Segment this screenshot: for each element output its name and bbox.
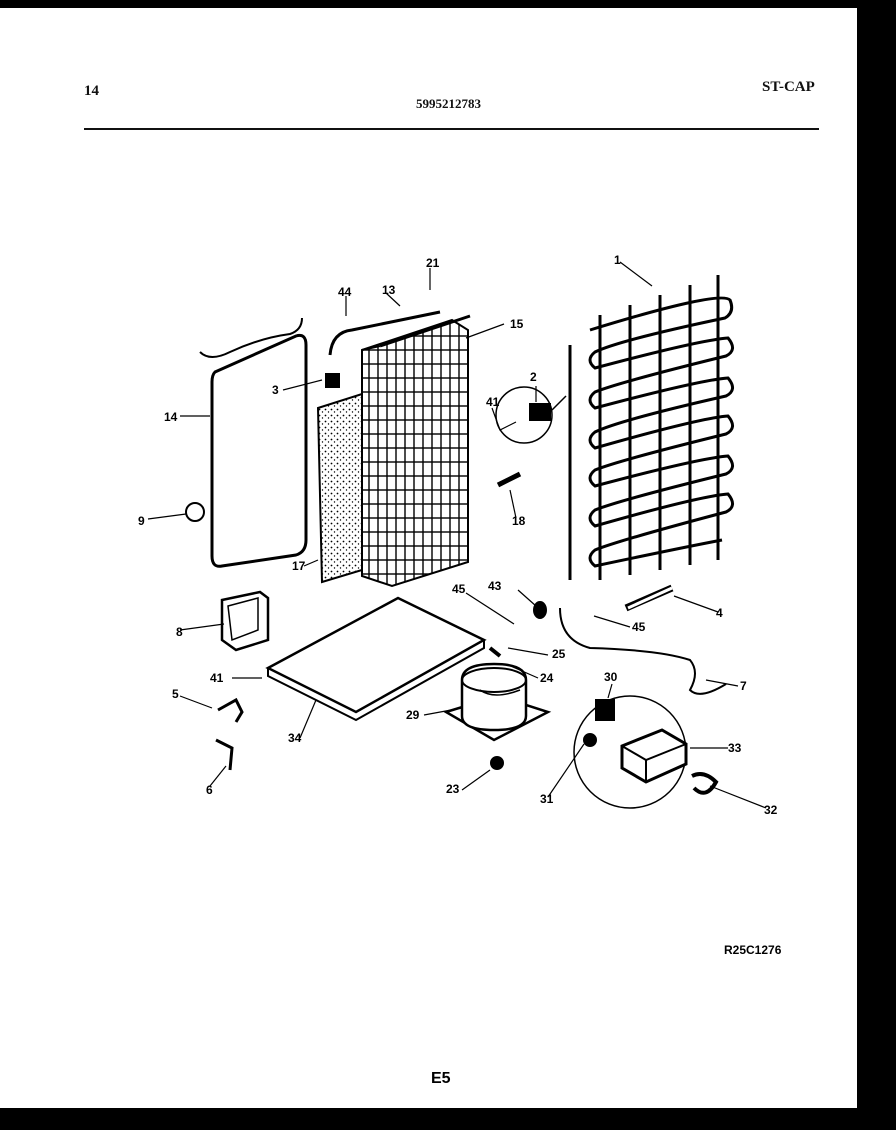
callout-24: 24 [540,671,554,685]
clip-block [325,373,340,388]
callout-34: 34 [288,731,302,745]
drawing-reference: R25C1276 [724,943,782,957]
detail-circle-2 [495,386,553,444]
callout-43: 43 [488,579,502,593]
ice-tray-grid [361,314,471,588]
parts-diagram-sheet: 14 5995212783 ST-CAP [0,8,857,1108]
callout-23: 23 [446,782,460,796]
mounting-bracket [220,590,270,652]
callout-45-right: 45 [632,620,646,634]
model-code: ST-CAP [762,79,815,95]
base-plate [265,596,487,722]
relay-31 [583,733,597,747]
insulation-panel [316,392,363,584]
callout-15: 15 [510,317,524,331]
part-number: 5995212783 [416,96,481,111]
compressor [442,662,552,742]
callout-25: 25 [552,647,566,661]
grommet-43 [533,601,547,619]
callout-45-left: 45 [452,582,466,596]
callout-3: 3 [272,383,279,397]
callout-5: 5 [172,687,179,701]
overload-30 [595,699,615,721]
callout-6: 6 [206,783,213,797]
callout-13: 13 [382,283,396,297]
callout-7: 7 [740,679,747,693]
callout-21: 21 [426,256,440,270]
washer-24 [488,646,502,658]
callout-17: 17 [292,559,306,573]
start-relay-33 [620,728,688,784]
callout-14: 14 [164,410,178,424]
clip-32 [691,772,719,795]
capillary-tube [559,607,727,695]
evaporator-plate [185,317,308,568]
header-rule [84,128,819,130]
callout-30: 30 [604,670,618,684]
page-number-left: 14 [84,83,99,99]
relay-bracket [529,403,551,421]
callout-4: 4 [716,606,723,620]
callout-18: 18 [512,514,526,528]
callout-labels: 1 2 3 4 5 6 7 8 9 13 14 15 17 18 21 23 2… [138,253,778,817]
defrost-tube [328,310,441,356]
condenser-coil [568,275,734,580]
grommet-23 [490,756,504,770]
callout-2: 2 [530,370,537,384]
callout-29: 29 [406,708,420,722]
callout-1: 1 [614,253,621,267]
callout-41-upper: 41 [486,395,500,409]
screw-18 [496,471,522,488]
callout-9: 9 [138,514,145,528]
screw-6 [215,738,234,771]
screw-5 [217,697,244,723]
callout-8: 8 [176,625,183,639]
callout-31: 31 [540,792,554,806]
callout-32: 32 [764,803,778,817]
exploded-view-drawing: 1 2 3 4 5 6 7 8 9 13 14 15 17 18 21 23 2… [138,253,778,817]
callout-44: 44 [338,285,352,299]
callout-41-lower: 41 [210,671,224,685]
callout-33: 33 [728,741,742,755]
page-code: E5 [431,1070,451,1087]
